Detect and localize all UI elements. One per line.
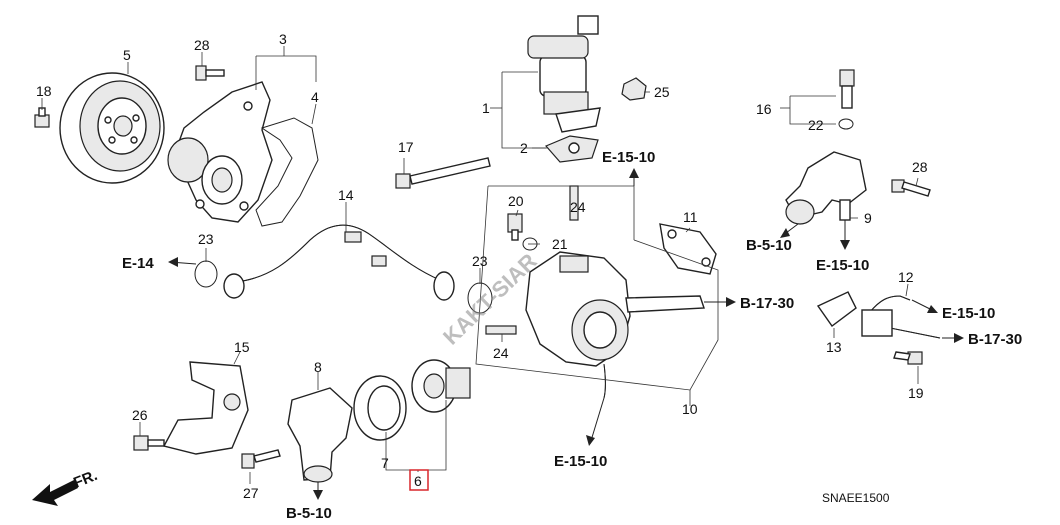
highlight-box (409, 469, 429, 491)
water-outlet-part (785, 151, 867, 225)
ref-e1510-right-upper: E-15-10 (816, 257, 869, 274)
callout-20: 20 (508, 193, 524, 209)
callout-24-upper: 24 (570, 199, 586, 215)
callout-7: 7 (381, 455, 389, 471)
bolt-28-left-part (195, 65, 225, 81)
ref-b510-left: B-5-10 (286, 505, 332, 522)
egr-valve-part (527, 15, 601, 133)
callout-23-right: 23 (472, 253, 488, 269)
callout-11: 11 (683, 209, 698, 225)
pump-gasket-part (255, 117, 319, 227)
callout-26: 26 (132, 407, 148, 423)
sensor-20-part (507, 213, 523, 241)
bracket-13-part (816, 291, 857, 327)
callout-2: 2 (520, 140, 528, 156)
bolt-19-part (893, 351, 923, 365)
callout-25: 25 (654, 84, 670, 100)
pipe-12-part (861, 295, 941, 339)
callout-5: 5 (123, 47, 131, 63)
callout-1: 1 (482, 100, 490, 116)
ref-e1510-top: E-15-10 (602, 149, 655, 166)
callout-numbers: 18 5 28 3 4 14 1 2 25 17 20 21 24 11 23 … (36, 31, 928, 501)
bolt-28-right-part (891, 179, 931, 197)
callout-23-left: 23 (198, 231, 214, 247)
water-pump-part (167, 81, 273, 223)
front-direction-arrow: FR. (32, 467, 100, 506)
washer-22-part (838, 118, 854, 130)
water-hose-part (223, 224, 455, 301)
nut-25-part (621, 77, 647, 101)
callout-3: 3 (279, 31, 287, 47)
temp-sensor-16-part (839, 69, 855, 109)
thermostat-seal-part (353, 375, 407, 441)
bolt-26-part (133, 435, 165, 451)
callout-22: 22 (808, 117, 824, 133)
callout-15: 15 (234, 339, 250, 355)
diagram-code: SNAEE1500 (822, 491, 890, 505)
thermostat-part (411, 359, 471, 413)
o-ring-23-left-part (194, 260, 218, 288)
callout-16: 16 (756, 101, 772, 117)
callout-28-left: 28 (194, 37, 210, 53)
callout-4: 4 (311, 89, 319, 105)
ref-b1730-right: B-17-30 (968, 331, 1022, 348)
gasket-11-part (659, 223, 717, 275)
bolt-17-part (395, 157, 491, 189)
callout-9: 9 (864, 210, 872, 226)
bolt-27-part (241, 449, 281, 469)
pulley-part (59, 72, 165, 184)
callout-19: 19 (908, 385, 924, 401)
callout-24-lower: 24 (493, 345, 509, 361)
ref-e1510-bottom: E-15-10 (554, 453, 607, 470)
callout-13: 13 (826, 339, 842, 355)
callout-17: 17 (398, 139, 414, 155)
ref-e14: E-14 (122, 255, 154, 272)
bracket-15-part (162, 361, 249, 455)
callout-6: 6 (414, 473, 422, 489)
reference-labels: E-14 E-15-10 B-17-30 E-15-10 B-5-10 E-15… (122, 149, 1022, 522)
ref-b1730-mid: B-17-30 (740, 295, 794, 312)
leader-lines (41, 46, 964, 500)
callout-10: 10 (682, 401, 698, 417)
egr-gasket-part (544, 135, 599, 163)
thermostat-cover-part (287, 387, 353, 483)
callout-28-right: 28 (912, 159, 928, 175)
callout-18: 18 (36, 83, 52, 99)
callout-8: 8 (314, 359, 322, 375)
ref-b510-right: B-5-10 (746, 237, 792, 254)
callout-14: 14 (338, 187, 354, 203)
callout-27: 27 (243, 485, 259, 501)
water-passage-housing-part (525, 251, 705, 399)
stud-24-lower-part (485, 325, 517, 335)
front-label: FR. (71, 467, 100, 492)
bolt-18-part (34, 107, 50, 128)
callout-21: 21 (552, 236, 568, 252)
ref-e1510-right-lower: E-15-10 (942, 305, 995, 322)
callout-12: 12 (898, 269, 914, 285)
